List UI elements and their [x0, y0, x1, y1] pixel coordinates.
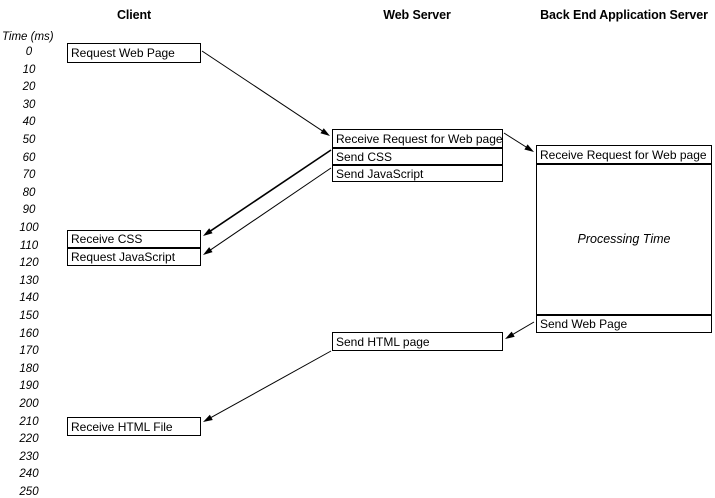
- time-tick-30: 30: [22, 98, 36, 111]
- time-tick-110: 110: [19, 239, 39, 252]
- box-label: Send Web Page: [540, 317, 628, 331]
- arrow-sendjs-to-requestjs-head: [203, 247, 213, 255]
- time-tick-0: 0: [25, 46, 33, 58]
- column-header-backend: Back End Application Server: [540, 8, 708, 22]
- time-tick-180: 180: [19, 362, 39, 375]
- box-label: Processing Time: [577, 232, 671, 247]
- box-ws-send-javascript[interactable]: Send JavaScript: [332, 165, 503, 182]
- column-header-web-server: Web Server: [383, 8, 451, 22]
- arrow-sendhtml-to-receivehtml: [203, 350, 332, 422]
- column-header-client: Client: [116, 8, 152, 22]
- arrow-sendcss-to-receivecss-head: [203, 228, 213, 236]
- box-label: Receive Request for Web page: [540, 147, 707, 162]
- time-tick-100: 100: [19, 222, 39, 234]
- box-be-processing-time[interactable]: Processing Time: [536, 164, 712, 315]
- box-request-web-page[interactable]: Request Web Page: [67, 43, 201, 63]
- box-ws-send-html-page[interactable]: Send HTML page: [332, 332, 503, 351]
- time-tick-200: 200: [19, 398, 39, 410]
- arrow-webserver-to-backend-line: [503, 132, 528, 149]
- box-ws-receive-request[interactable]: Receive Request for Web page: [332, 129, 503, 148]
- arrow-backend-to-webserver: [505, 321, 535, 339]
- arrow-sendhtml-to-receivehtml-head: [203, 414, 213, 422]
- arrow-webserver-to-backend: [503, 132, 534, 152]
- time-tick-210: 210: [19, 415, 39, 428]
- time-tick-70: 70: [22, 169, 36, 182]
- box-label: Receive HTML File: [71, 419, 173, 434]
- time-tick-160: 160: [19, 327, 39, 340]
- box-ws-send-css[interactable]: Send CSS: [332, 148, 503, 165]
- box-label: Receive CSS: [71, 232, 143, 246]
- box-label: Request JavaScript: [71, 250, 176, 264]
- arrow-request-to-webserver-head: [320, 128, 330, 136]
- box-label: Send JavaScript: [336, 166, 424, 181]
- time-tick-230: 230: [19, 450, 39, 463]
- arrow-sendcss-to-receivecss: [203, 149, 332, 236]
- box-label: Request Web Page: [71, 46, 175, 60]
- time-tick-140: 140: [19, 292, 39, 305]
- time-tick-190: 190: [19, 380, 39, 393]
- arrow-sendjs-to-requestjs-line: [208, 167, 332, 252]
- time-tick-10: 10: [22, 63, 36, 76]
- box-label: Send CSS: [336, 149, 393, 164]
- time-tick-90: 90: [22, 204, 36, 217]
- time-tick-220: 220: [19, 433, 39, 446]
- arrow-webserver-to-backend-head: [524, 144, 534, 152]
- arrow-request-to-webserver: [201, 50, 330, 136]
- box-label: Receive Request for Web page: [336, 131, 503, 146]
- time-tick-60: 60: [22, 151, 36, 164]
- time-tick-150: 150: [19, 310, 39, 322]
- box-label: Send HTML page: [336, 334, 430, 349]
- arrow-backend-to-webserver-head: [505, 331, 515, 339]
- time-tick-80: 80: [22, 186, 36, 199]
- time-tick-170: 170: [19, 345, 39, 358]
- box-be-receive-request[interactable]: Receive Request for Web page: [536, 145, 712, 164]
- time-tick-250: 250: [19, 486, 39, 498]
- time-tick-130: 130: [19, 274, 39, 287]
- time-tick-240: 240: [19, 468, 39, 481]
- arrow-sendcss-to-receivecss-line: [208, 149, 332, 233]
- arrow-request-to-webserver-line: [201, 50, 325, 133]
- time-tick-120: 120: [19, 257, 39, 270]
- arrow-sendjs-to-requestjs: [203, 167, 332, 255]
- box-client-receive-html-file[interactable]: Receive HTML File: [67, 417, 201, 436]
- box-client-request-js[interactable]: Request JavaScript: [67, 248, 201, 266]
- time-tick-40: 40: [22, 116, 36, 129]
- box-be-send-web-page[interactable]: Send Web Page: [536, 315, 712, 333]
- arrow-sendhtml-to-receivehtml-line: [209, 350, 332, 419]
- time-tick-50: 50: [22, 134, 36, 146]
- time-tick-20: 20: [22, 81, 36, 94]
- time-axis-title: Time (ms): [2, 31, 54, 43]
- arrow-backend-to-webserver-line: [511, 321, 535, 336]
- box-client-receive-css[interactable]: Receive CSS: [67, 230, 201, 248]
